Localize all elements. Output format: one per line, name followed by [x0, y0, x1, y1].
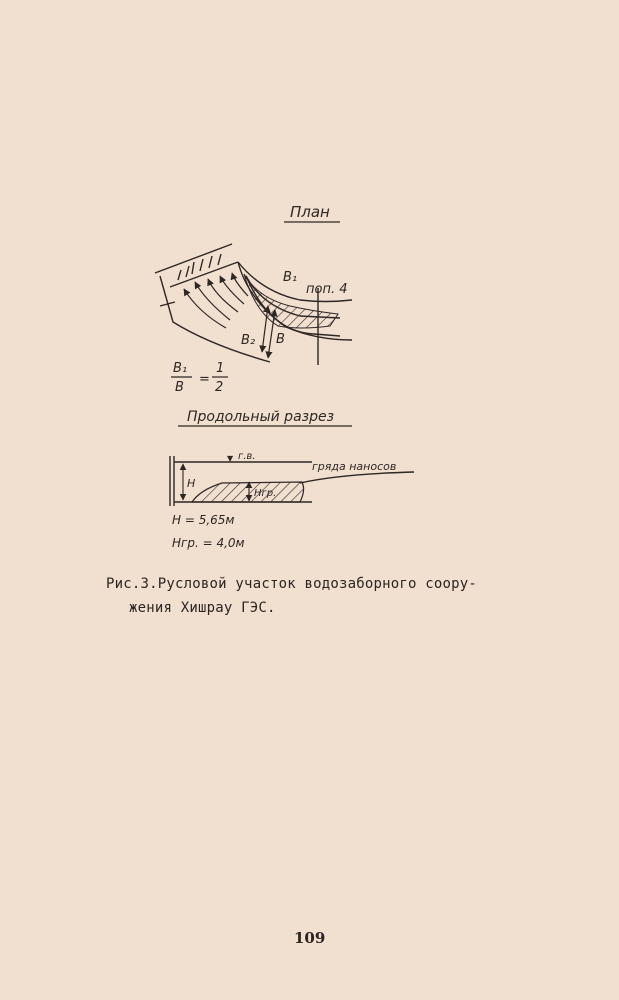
width-arrows [259, 305, 278, 359]
ratio-value-den: 2 [215, 380, 223, 395]
figure-caption: Рис.3.Русловой участок водозаборного соо… [106, 572, 526, 620]
caption-line-2: жения Хишрау ГЭС. [129, 600, 276, 616]
caption-line-1: Рис.3.Русловой участок водозаборного соо… [106, 576, 478, 592]
sediment-ridge [190, 481, 305, 503]
label-hgr: Hгр. [254, 488, 276, 499]
formula-h: H = 5,65м [172, 513, 234, 527]
ratio-formula: B₁ B = 1 2 [171, 361, 228, 395]
intake-structure [154, 243, 271, 363]
flow-arrows [183, 272, 249, 329]
label-b1: B₁ [283, 270, 297, 285]
page-number: 109 [294, 929, 326, 947]
label-water-level: г.в. [238, 451, 256, 462]
ratio-value-num: 1 [216, 361, 224, 376]
label-b2: B₂ [241, 333, 255, 348]
ratio-equals: = [199, 372, 210, 387]
profile-title: Продольный разрез [187, 409, 334, 425]
label-b: B [276, 332, 285, 347]
profile-diagram: Продольный разрез ▼ г.в. H Hгр. гряда на… [169, 409, 415, 550]
label-h: H [187, 477, 195, 490]
label-section: поп. 4 [306, 282, 348, 297]
water-level-marker: ▼ [227, 454, 234, 463]
ratio-numerator: B₁ [173, 361, 187, 376]
plan-diagram: План [154, 203, 353, 395]
ratio-denominator: B [175, 380, 184, 395]
plan-title: План [290, 203, 330, 221]
label-sediment-ridge: гряда наносов [312, 460, 396, 473]
formula-hgr: Hгр. = 4,0м [172, 536, 245, 550]
